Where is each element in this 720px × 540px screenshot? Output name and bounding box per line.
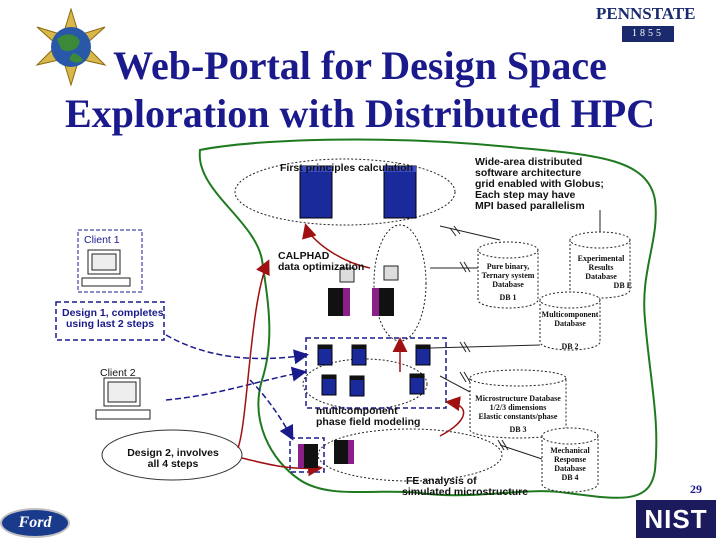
client1-label: Client 1 [84,234,120,246]
fe-analysis-label: FE analysis of simulated microstructure [402,475,529,498]
fe-analysis-ellipse [317,428,503,482]
db1-label: Pure binary, Ternary system Database DB … [481,262,535,302]
slide-number: 29 [690,482,702,496]
phase-field-server-3 [415,344,431,366]
phase-field-server-1 [317,344,333,366]
calphad-server-1 [328,267,355,316]
db3-label: Microstructure Database 1/2/3 dimensions… [475,394,561,434]
phase-field-server-6 [409,373,425,395]
design2-ellipse [101,429,243,481]
first-principles-label: First principles calculation [280,162,414,174]
db2-label: Multicomponent Database DB 2 [541,310,599,351]
title-line-1: Web-Portal for Design Space [113,43,607,88]
pennstate-logo: PENNSTATE [596,4,696,23]
db3-cylinder [469,369,567,439]
dbe-label: Experimental Results Database DB E [577,254,632,290]
phase-field-server-4 [321,374,337,396]
design1-dashed-box [55,301,165,341]
client-to-fe-arrow [249,379,294,441]
phase-field-server-2 [351,344,367,366]
phase-field-label: multicomponent phase field modeling [316,405,421,428]
ford-logo: Ford [0,508,70,538]
calphad-ellipse [373,224,427,342]
client2-to-phase-arrow [165,366,307,401]
db4-cylinder [541,427,599,493]
fe-to-phase-arrow [439,396,465,437]
db4-label: Mechanical Response Database DB 4 [550,446,590,482]
globe-logo-icon [35,8,107,86]
design1-label: Design 1, completes using last 2 steps [62,307,164,330]
db2-cylinder [539,291,601,351]
first-principles-server-1 [299,165,333,219]
design2-to-calphad-arrow [237,259,270,449]
title-line-2: Exploration with Distributed HPC [64,91,656,136]
pennstate-year-badge: 1855 [622,26,674,42]
fe-server-1 [298,444,318,468]
nist-logo: NIST [636,500,716,538]
fe-server-2 [334,440,354,464]
fe-server-dashed-box [289,437,325,473]
client1-to-phase-arrow [165,334,309,365]
client1-dashed-box [77,229,143,293]
client2-computer-icon [95,377,151,420]
first-principles-ellipse [234,158,456,226]
grid-boundary-outline [198,138,658,499]
client2-label: Client 2 [100,367,136,379]
db1-cylinder [477,241,539,309]
calphad-label: CALPHAD data optimization [278,250,365,273]
design2-label: Design 2, involves all 4 steps [127,447,219,470]
calphad-server-2 [372,265,399,316]
design2-to-fe-arrow [241,457,323,477]
calphad-to-first-principles-arrow [302,223,371,269]
phase-field-server-5 [349,375,365,397]
client1-computer-icon [81,249,131,287]
wide-area-label: Wide-area distributed software architect… [475,156,604,212]
first-principles-server-2 [383,165,417,219]
